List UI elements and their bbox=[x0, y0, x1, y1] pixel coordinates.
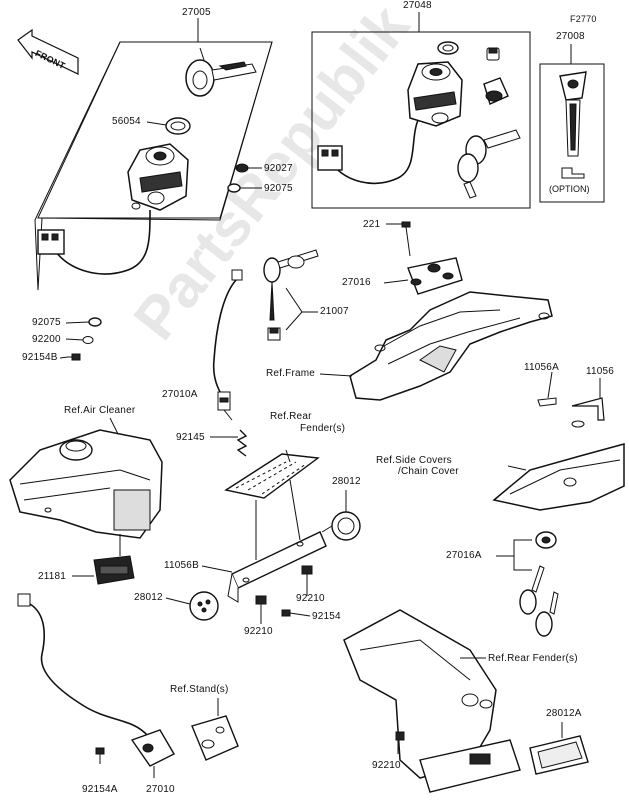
group-box-27005-outline bbox=[37, 41, 273, 219]
key-27008 bbox=[559, 71, 587, 179]
label-92210-right: 92210 bbox=[296, 593, 325, 604]
nut-92210-right bbox=[301, 565, 313, 596]
damper-28012-left bbox=[165, 591, 219, 621]
wire-27010 bbox=[17, 593, 149, 737]
group-box-27048 bbox=[311, 31, 531, 209]
label-21007: 21007 bbox=[320, 306, 349, 317]
label-27048: 27048 bbox=[403, 0, 432, 11]
side-cover bbox=[492, 443, 625, 511]
label-ref-side-2: /Chain Cover bbox=[398, 466, 459, 477]
washer-27048 bbox=[437, 41, 459, 55]
leader-92200 bbox=[65, 338, 84, 341]
nut-92210-bottom bbox=[395, 731, 405, 754]
label-F2770: F2770 bbox=[570, 14, 597, 24]
ignition-switch-27048 bbox=[407, 61, 463, 127]
ignition-switch-27005 bbox=[127, 143, 189, 211]
label-92154: 92154 bbox=[312, 611, 341, 622]
label-ref-rear-fender-lower: Ref.Rear Fender(s) bbox=[488, 653, 578, 664]
label-92200: 92200 bbox=[32, 334, 61, 345]
leader-ref-air-cleaner bbox=[109, 417, 119, 435]
label-ref-stand: Ref.Stand(s) bbox=[170, 684, 229, 695]
label-221: 221 bbox=[363, 219, 381, 230]
cap-27048 bbox=[486, 47, 500, 61]
label-56054: 56054 bbox=[112, 116, 141, 127]
label-ref-rear-1: Ref.Rear bbox=[270, 411, 312, 422]
spring-92145 bbox=[210, 429, 248, 457]
bolt-92154 bbox=[281, 609, 311, 617]
wire-27048 bbox=[333, 119, 419, 185]
label-92075-top: 92075 bbox=[264, 183, 293, 194]
washer-92075-top bbox=[227, 183, 241, 193]
screw-221 bbox=[386, 221, 411, 257]
stand-bracket bbox=[191, 698, 239, 761]
bracket-11056B bbox=[201, 531, 327, 603]
label-27005: 27005 bbox=[182, 7, 211, 18]
label-11056A: 11056A bbox=[524, 362, 559, 373]
keys-27016A bbox=[519, 565, 559, 637]
label-ref-rear-2: Fender(s) bbox=[300, 423, 346, 434]
reflector-28012A bbox=[529, 722, 589, 775]
leader-21007 bbox=[285, 287, 303, 331]
label-27016A: 27016A bbox=[446, 550, 482, 561]
bracket-11056 bbox=[571, 378, 605, 428]
label-92075-bottom: 92075 bbox=[32, 317, 61, 328]
wire-27010A bbox=[212, 269, 243, 421]
bracket-27016 bbox=[383, 257, 463, 295]
bolt-92154B bbox=[68, 353, 81, 361]
label-28012A: 28012A bbox=[546, 708, 582, 719]
label-11056B: 11056B bbox=[164, 560, 199, 571]
label-92210-left: 92210 bbox=[244, 626, 273, 637]
leader-ref-frame bbox=[319, 373, 353, 377]
lock-27016A bbox=[535, 531, 557, 549]
label-92210-bottom: 92210 bbox=[372, 760, 401, 771]
label-92027: 92027 bbox=[264, 163, 293, 174]
key-27005 bbox=[185, 47, 257, 97]
washer-92200 bbox=[82, 336, 94, 344]
key-box-27008 bbox=[539, 63, 605, 203]
front-arrow-icon bbox=[17, 28, 82, 75]
label-92145: 92145 bbox=[176, 432, 205, 443]
leader-27016A bbox=[513, 539, 532, 571]
label-ref-side-1: Ref.Side Covers bbox=[376, 455, 452, 466]
option-label: (OPTION) bbox=[549, 184, 590, 194]
leader-92075-bottom bbox=[65, 321, 90, 324]
label-27010A: 27010A bbox=[162, 389, 198, 400]
label-92154B: 92154B bbox=[22, 352, 58, 363]
label-92154A: 92154A bbox=[82, 784, 118, 795]
sensor-27010 bbox=[130, 729, 175, 778]
label-ref-air-cleaner: Ref.Air Cleaner bbox=[64, 405, 136, 416]
license-plate-bracket bbox=[419, 739, 521, 793]
connector-27005 bbox=[37, 229, 65, 255]
leader-ref-rear-fender bbox=[285, 449, 291, 463]
label-28012-right: 28012 bbox=[332, 476, 361, 487]
leader-92154B bbox=[59, 356, 69, 359]
damper-28012-right bbox=[321, 490, 361, 541]
wire-27005 bbox=[55, 209, 151, 275]
bolt-92154A bbox=[95, 747, 105, 764]
keys-27048 bbox=[457, 129, 521, 199]
label-27008: 27008 bbox=[556, 31, 585, 42]
label-27010: 27010 bbox=[146, 784, 175, 795]
frame bbox=[349, 291, 553, 401]
washer-56054 bbox=[146, 117, 191, 135]
leader-ref-side-covers bbox=[507, 465, 527, 471]
nut-92210-left bbox=[255, 595, 267, 624]
lock-cylinder-27048 bbox=[483, 77, 509, 105]
washer-92027 bbox=[235, 163, 249, 173]
label-11056: 11056 bbox=[586, 366, 615, 377]
label-21181: 21181 bbox=[38, 571, 67, 582]
connector-27048 bbox=[317, 145, 343, 171]
label-27016: 27016 bbox=[342, 277, 371, 288]
part-21181 bbox=[72, 534, 135, 585]
fender-drop-line-b bbox=[289, 479, 301, 541]
air-cleaner bbox=[9, 429, 163, 539]
label-28012-left: 28012 bbox=[134, 592, 163, 603]
rear-fender-bracket bbox=[224, 453, 320, 499]
keys-21007 bbox=[263, 249, 319, 341]
washer-92075-bottom bbox=[88, 317, 102, 327]
label-ref-frame: Ref.Frame bbox=[266, 368, 316, 379]
bracket-11056A bbox=[537, 371, 557, 407]
